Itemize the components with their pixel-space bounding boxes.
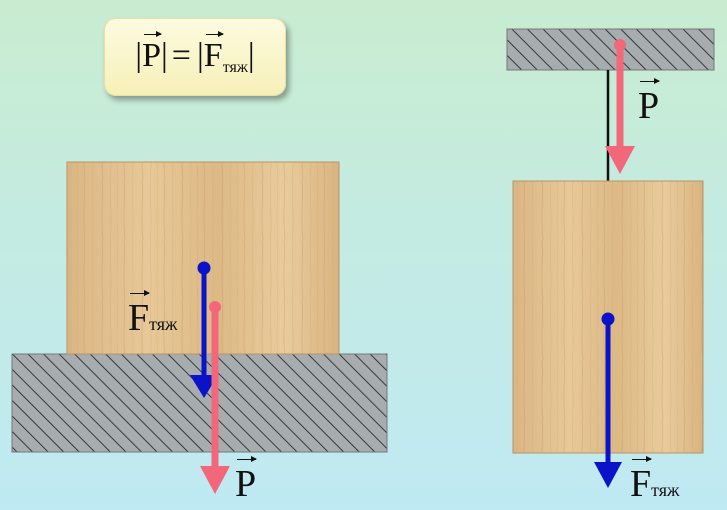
weight-symbol: P: [142, 31, 162, 74]
gravity-subscript: тяж: [651, 480, 680, 500]
abs-bar: |: [160, 37, 168, 74]
formula-box: |P|=|Fтяж|: [104, 18, 286, 96]
equals-sign: =: [171, 37, 191, 74]
label-gravity-left: Fтяж: [128, 290, 178, 340]
gravity-arrow-right: [594, 312, 622, 488]
gravity-symbol: F: [128, 290, 151, 339]
label-weight-right: P: [638, 78, 661, 128]
abs-bar: |: [247, 37, 255, 74]
support-surface: [11, 353, 388, 453]
gravity-subscript: тяж: [222, 59, 248, 76]
abs-bar: |: [135, 37, 143, 74]
weight-arrow-left: [200, 301, 230, 494]
gravity-symbol: F: [630, 456, 653, 505]
gravity-subscript: тяж: [149, 314, 178, 334]
formula-weight-equals-gravity: |P|=|Fтяж|: [135, 31, 255, 77]
abs-bar: |: [196, 37, 204, 74]
label-weight-left: P: [235, 456, 258, 506]
weight-symbol: P: [235, 456, 258, 505]
label-gravity-right: Fтяж: [630, 456, 680, 506]
gravity-arrow-left: [190, 261, 218, 398]
weight-symbol: P: [638, 78, 661, 127]
weight-arrow-right: [605, 39, 635, 174]
gravity-symbol: F: [203, 31, 224, 74]
ceiling: [506, 28, 715, 71]
